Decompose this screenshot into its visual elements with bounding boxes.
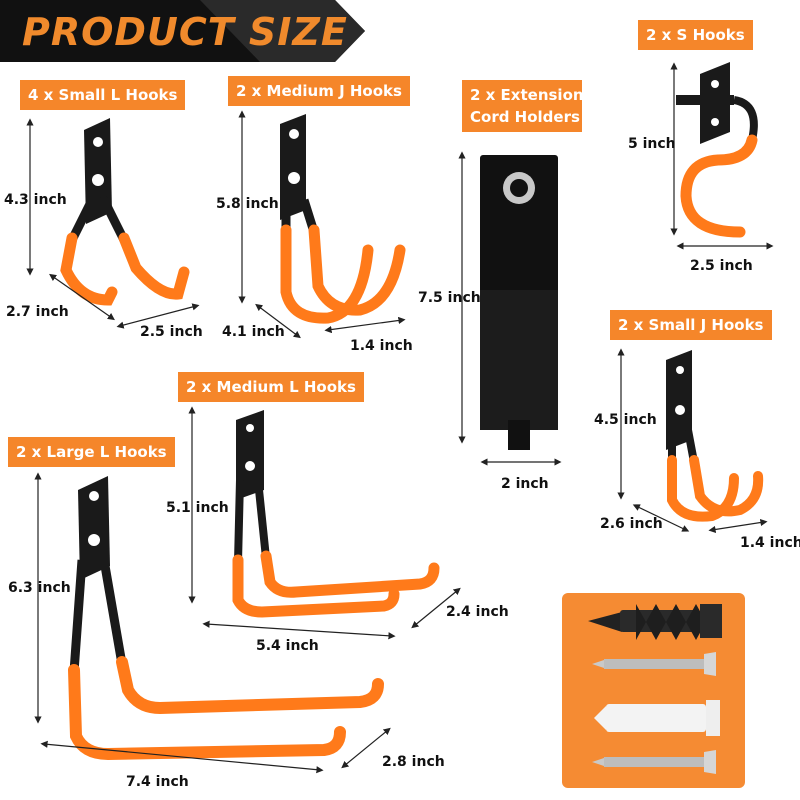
medium-l-hook bbox=[232, 410, 440, 618]
extension-cord-strap bbox=[480, 155, 558, 450]
s-hook bbox=[676, 62, 758, 238]
dim-small-l-height: 4.3 inch bbox=[4, 192, 67, 208]
dim-medium-l-height: 5.1 inch bbox=[166, 500, 229, 516]
dim-medium-j-height: 5.8 inch bbox=[216, 196, 279, 212]
dim-large-l-width: 7.4 inch bbox=[126, 774, 189, 790]
dim-medium-j-width: 1.4 inch bbox=[350, 338, 413, 354]
banner-title: PRODUCT SIZE bbox=[22, 10, 348, 54]
label-large-l-hooks: 2 x Large L Hooks bbox=[8, 437, 175, 467]
label-medium-l-hooks: 2 x Medium L Hooks bbox=[178, 372, 364, 402]
label-line-1: 2 x Extension bbox=[470, 86, 584, 104]
label-medium-j-hooks: 2 x Medium J Hooks bbox=[228, 76, 410, 106]
dim-medium-j-depth: 4.1 inch bbox=[222, 324, 285, 340]
label-extension-cord-holders: 2 x Extension Cord Holders bbox=[462, 80, 584, 132]
label-s-hooks: 2 x S Hooks bbox=[638, 20, 753, 50]
dim-large-l-height: 6.3 inch bbox=[8, 580, 71, 596]
dim-small-l-depth: 2.7 inch bbox=[6, 304, 69, 320]
dim-medium-l-depth: 2.4 inch bbox=[446, 604, 509, 620]
dimension-arrows bbox=[26, 62, 774, 774]
dim-cord-holder-length: 7.5 inch bbox=[418, 290, 481, 306]
dim-small-j-height: 4.5 inch bbox=[594, 412, 657, 428]
label-small-j-hooks: 2 x Small J Hooks bbox=[610, 310, 772, 340]
plastic-anchor bbox=[594, 700, 720, 736]
dim-large-l-depth: 2.8 inch bbox=[382, 754, 445, 770]
dim-medium-l-width: 5.4 inch bbox=[256, 638, 319, 654]
wall-anchor-drywall bbox=[588, 604, 722, 640]
dim-s-hook-height: 5 inch bbox=[628, 136, 676, 152]
label-line-2: Cord Holders bbox=[470, 108, 580, 126]
screw-2 bbox=[592, 750, 716, 774]
product-size-banner bbox=[0, 0, 365, 62]
dim-small-j-width: 1.4 inch bbox=[740, 535, 800, 551]
screw-1 bbox=[592, 652, 716, 676]
dim-small-l-width: 2.5 inch bbox=[140, 324, 203, 340]
dim-small-j-depth: 2.6 inch bbox=[600, 516, 663, 532]
label-small-l-hooks: 4 x Small L Hooks bbox=[20, 80, 186, 110]
dim-cord-holder-width: 2 inch bbox=[501, 476, 549, 492]
dim-s-hook-width: 2.5 inch bbox=[690, 258, 753, 274]
